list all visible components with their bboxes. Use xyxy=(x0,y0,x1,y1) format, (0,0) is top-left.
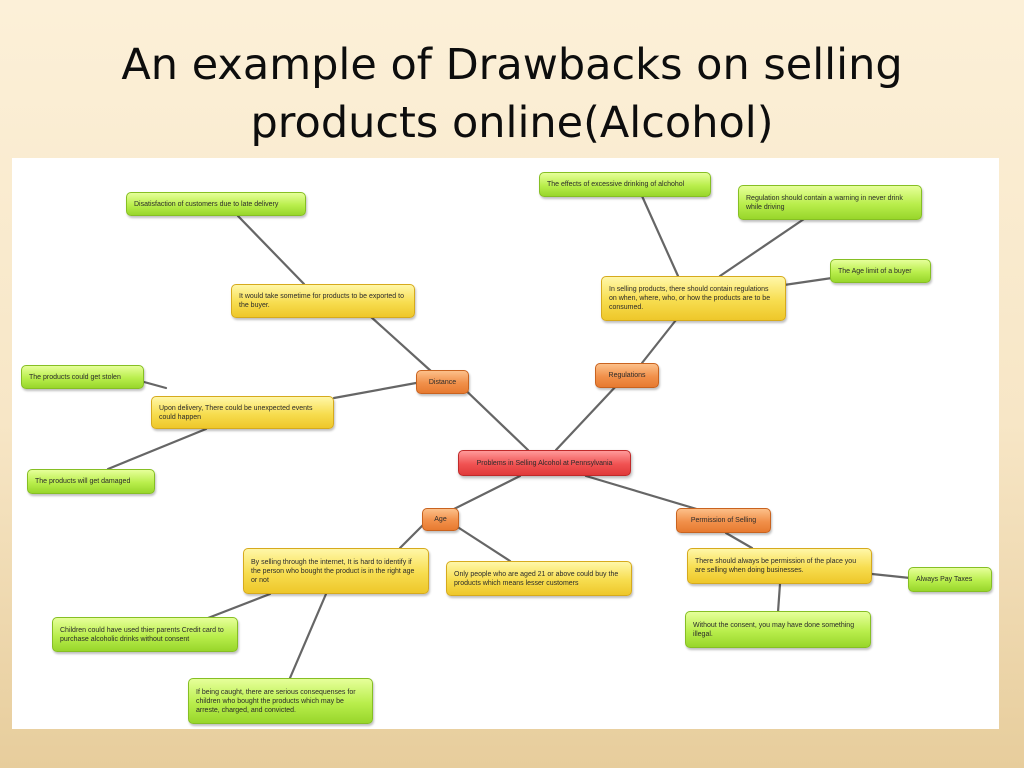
excessive-drinking-label: The effects of excessive drinking of alc… xyxy=(547,181,685,188)
pay-taxes-label: Always Pay Taxes xyxy=(916,576,973,583)
upon-delivery-label: Upon delivery, There could be unexpected… xyxy=(159,404,313,421)
link-should-contain-warning xyxy=(718,217,806,278)
hard-identify-node[interactable]: By selling through the internet, It is h… xyxy=(243,548,429,594)
slide-title-line-1: An example of Drawbacks on selling xyxy=(121,40,903,90)
dissatisfaction-label: Disatisfaction of customers due to late … xyxy=(134,200,279,208)
stolen-node[interactable]: The products could get stolen xyxy=(21,365,144,389)
mindmap-canvas: Problems in Selling Alcohol at Pennsylva… xyxy=(12,158,999,729)
excessive-drinking-node[interactable]: The effects of excessive drinking of alc… xyxy=(539,172,711,197)
without-consent-node[interactable]: Without the consent, you may have done s… xyxy=(685,611,871,648)
slide-title: An example of Drawbacks on selling produ… xyxy=(0,36,1024,152)
distance-node-label: Distance xyxy=(428,378,457,386)
link-should-contain-excessive xyxy=(640,194,680,278)
should-contain-node[interactable]: In selling products, there should contai… xyxy=(601,276,786,321)
link-upon-delivery-damaged xyxy=(106,427,208,471)
hard-identify-label: By selling through the internet, It is h… xyxy=(251,558,415,584)
link-permission-always xyxy=(724,531,754,550)
warning-label: Regulation should contain a warning in n… xyxy=(746,194,903,211)
warning-node[interactable]: Regulation should contain a warning in n… xyxy=(738,185,922,220)
credit-card-label: Children could have used thier parents C… xyxy=(60,626,224,643)
central-node[interactable]: Problems in Selling Alcohol at Pennsylva… xyxy=(458,450,631,476)
stolen-label: The products could get stolen xyxy=(29,373,121,381)
link-always-pay-taxes xyxy=(870,572,912,580)
damaged-label: The products will get damaged xyxy=(35,478,131,485)
aged-21-label: Only people who are aged 21 or above cou… xyxy=(454,570,619,587)
link-take-time-dissatisfaction xyxy=(236,214,306,286)
distance-node[interactable]: Distance xyxy=(416,370,469,394)
link-should-contain-age-limit xyxy=(782,276,834,287)
credit-card-node[interactable]: Children could have used thier parents C… xyxy=(52,617,238,652)
aged-21-node[interactable]: Only people who are aged 21 or above cou… xyxy=(446,561,632,596)
link-hard-identify-caught xyxy=(288,592,328,680)
damaged-node[interactable]: The products will get damaged xyxy=(27,469,155,494)
link-age-hard-identify xyxy=(398,520,428,550)
without-consent-label: Without the consent, you may have done s… xyxy=(693,621,855,638)
link-always-without-consent xyxy=(776,582,782,614)
take-time-label: It would take sometime for products to b… xyxy=(239,293,404,309)
age-limit-node[interactable]: The Age limit of a buyer xyxy=(830,259,931,283)
slide-title-line-2: products online(Alcohol) xyxy=(250,98,774,148)
pay-taxes-node[interactable]: Always Pay Taxes xyxy=(908,567,992,592)
central-node-label: Problems in Selling Alcohol at Pennsylva… xyxy=(476,459,613,467)
upon-delivery-node[interactable]: Upon delivery, There could be unexpected… xyxy=(151,396,334,429)
always-permission-node[interactable]: There should always be permission of the… xyxy=(687,548,872,584)
permission-node[interactable]: Permission of Selling xyxy=(676,508,771,533)
link-distance-upon-delivery xyxy=(332,381,418,400)
age-node[interactable]: Age xyxy=(422,508,459,531)
link-central-regulations xyxy=(554,382,620,452)
link-age-aged-21 xyxy=(454,524,512,563)
link-central-age xyxy=(450,474,522,512)
dissatisfaction-node[interactable]: Disatisfaction of customers due to late … xyxy=(126,192,306,216)
connector-lines xyxy=(106,194,912,680)
permission-node-label: Permission of Selling xyxy=(690,517,757,524)
age-node-label: Age xyxy=(434,516,447,523)
take-time-node[interactable]: It would take sometime for products to b… xyxy=(231,284,415,318)
link-upon-delivery-stolen xyxy=(142,380,168,390)
link-hard-identify-credit-card xyxy=(206,592,272,620)
link-regulations-should-contain xyxy=(640,318,678,365)
link-central-distance xyxy=(454,379,530,452)
regulations-node[interactable]: Regulations xyxy=(595,363,659,388)
age-limit-label: The Age limit of a buyer xyxy=(838,267,912,275)
caught-label: If being caught, there are serious conse… xyxy=(196,688,356,714)
link-distance-take-time xyxy=(368,314,434,374)
always-permission-label: There should always be permission of the… xyxy=(695,558,857,574)
caught-node[interactable]: If being caught, there are serious conse… xyxy=(188,678,373,724)
link-central-permission xyxy=(584,474,702,512)
regulations-node-label: Regulations xyxy=(608,372,646,379)
should-contain-label: In selling products, there should contai… xyxy=(609,286,771,311)
